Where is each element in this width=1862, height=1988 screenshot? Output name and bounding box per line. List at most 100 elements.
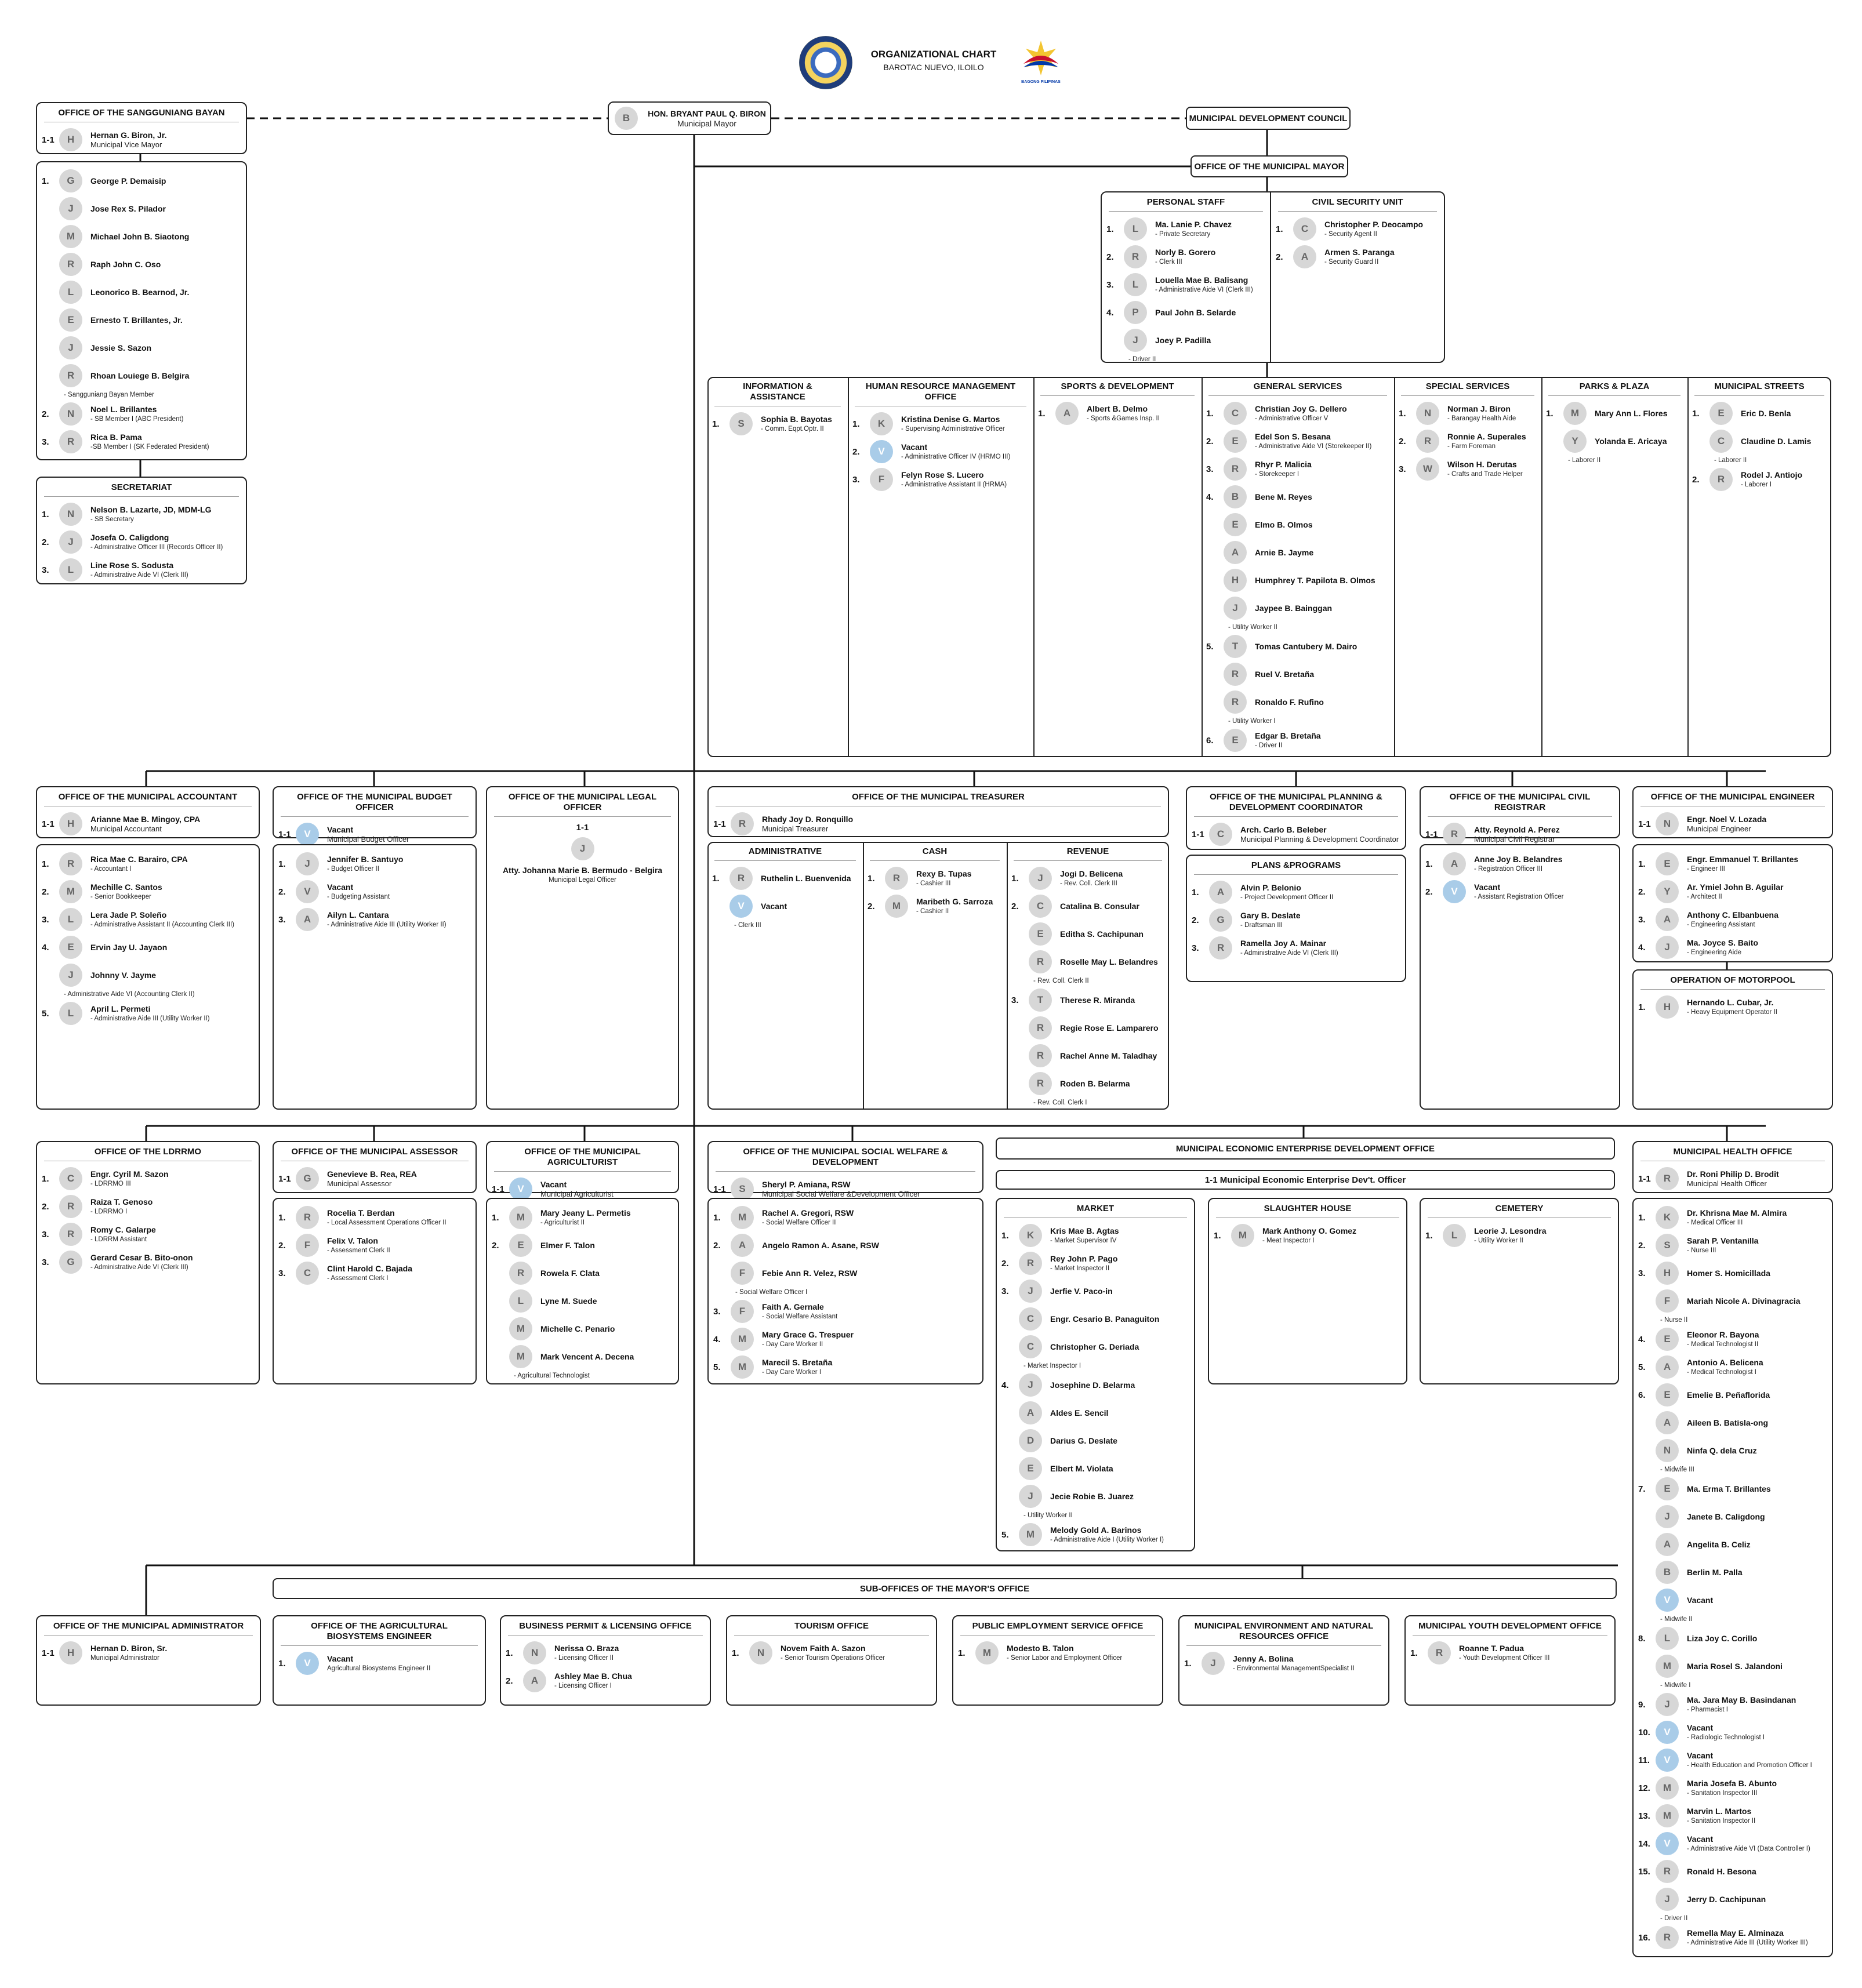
office-of-the-municipal-mayor[interactable]: OFFICE OF THE MUNICIPAL MAYOR: [1190, 155, 1348, 177]
mayor-box[interactable]: B HON. BRYANT PAUL Q. BIRON Municipal Ma…: [608, 101, 771, 135]
municipal-development-council[interactable]: MUNICIPAL DEVELOPMENT COUNCIL: [1186, 107, 1351, 130]
